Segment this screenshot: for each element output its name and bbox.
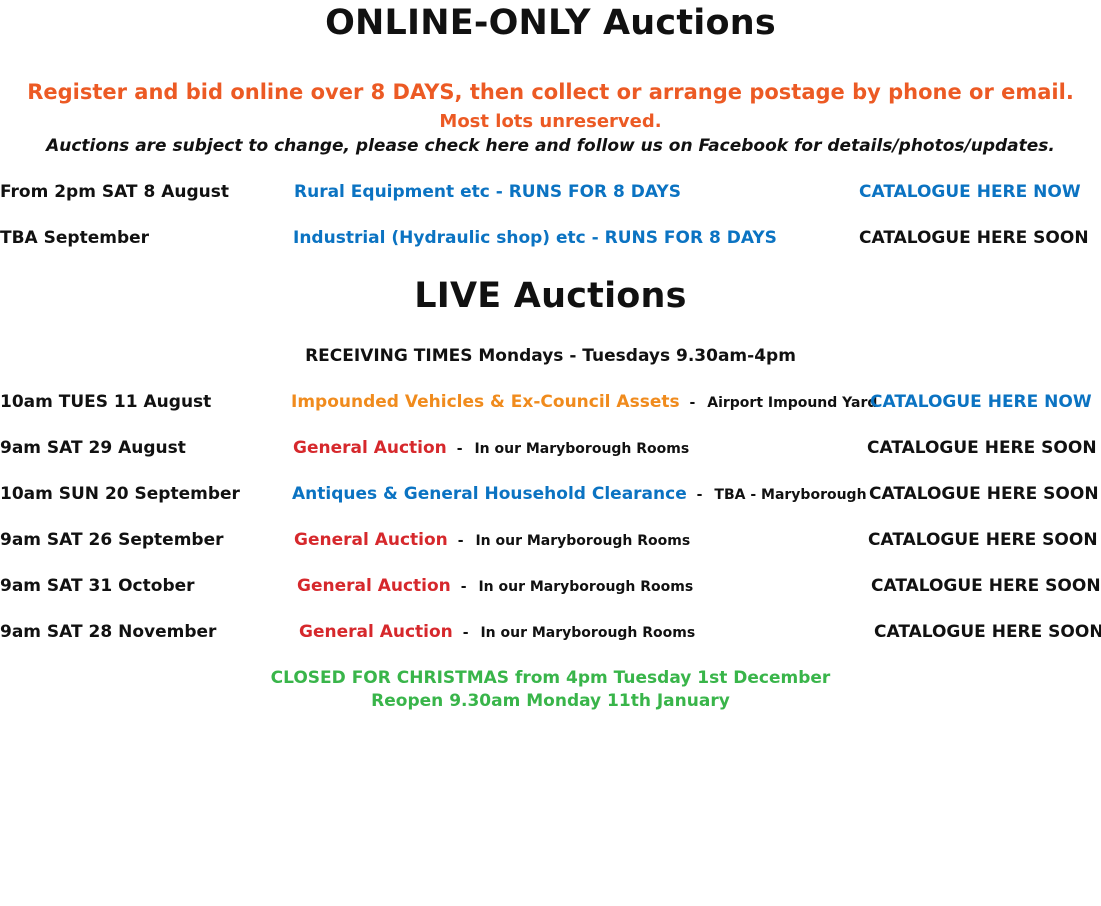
live-row-2-date: 9am SAT 29 August [0, 438, 186, 458]
christmas-closed-line: CLOSED FOR CHRISTMAS from 4pm Tuesday 1s… [270, 668, 831, 688]
live-row-2-details: General Auction - In our Maryborough Roo… [293, 438, 689, 458]
online-row-2-title-link[interactable]: Industrial (Hydraulic shop) etc - RUNS F… [293, 228, 777, 248]
live-row-1-catalogue-link[interactable]: CATALOGUE HERE NOW [870, 392, 1092, 412]
live-row-4-title-link[interactable]: General Auction [294, 530, 448, 550]
live-row-3-location: TBA - Maryborough [714, 487, 867, 503]
live-row-6-title-link[interactable]: General Auction [299, 622, 453, 642]
online-row-1-title-link[interactable]: Rural Equipment etc - RUNS FOR 8 DAYS [294, 182, 681, 202]
online-auctions-title: ONLINE-ONLY Auctions [325, 3, 776, 43]
live-row-4-details: General Auction - In our Maryborough Roo… [294, 530, 690, 550]
live-row-3-details: Antiques & General Household Clearance -… [292, 484, 867, 504]
unreserved-line: Most lots unreserved. [439, 111, 662, 132]
live-row-4-catalogue-status: CATALOGUE HERE SOON [868, 530, 1098, 550]
live-row-4-date: 9am SAT 26 September [0, 530, 224, 550]
live-row-1-location: Airport Impound Yard [707, 395, 878, 411]
live-row-6-separator: - [462, 625, 469, 641]
online-row-1-catalogue-link[interactable]: CATALOGUE HERE NOW [859, 182, 1081, 202]
christmas-reopen-line: Reopen 9.30am Monday 11th January [371, 691, 730, 711]
live-row-2-location: In our Maryborough Rooms [474, 441, 690, 457]
live-row-1-date: 10am TUES 11 August [0, 392, 212, 412]
online-row-2-catalogue-status: CATALOGUE HERE SOON [859, 228, 1089, 248]
live-row-1-details: Impounded Vehicles & Ex-Council Assets -… [291, 392, 877, 412]
live-row-2-title-link[interactable]: General Auction [293, 438, 447, 458]
live-row-3-separator: - [696, 487, 703, 503]
live-row-1-title-link[interactable]: Impounded Vehicles & Ex-Council Assets [291, 392, 680, 412]
live-row-3-title-link[interactable]: Antiques & General Household Clearance [292, 484, 687, 504]
live-auctions-title: LIVE Auctions [414, 276, 687, 316]
live-row-3-date: 10am SUN 20 September [0, 484, 240, 504]
live-row-5-title-link[interactable]: General Auction [297, 576, 451, 596]
live-row-1-separator: - [689, 395, 696, 411]
live-row-6-details: General Auction - In our Maryborough Roo… [299, 622, 695, 642]
live-row-2-separator: - [456, 441, 463, 457]
live-row-5-catalogue-status: CATALOGUE HERE SOON [871, 576, 1101, 596]
live-row-5-details: General Auction - In our Maryborough Roo… [297, 576, 693, 596]
online-row-1-date: From 2pm SAT 8 August [0, 182, 229, 202]
live-row-5-separator: - [460, 579, 467, 595]
live-row-5-date: 9am SAT 31 October [0, 576, 195, 596]
notice-line: Auctions are subject to change, please c… [46, 136, 1055, 156]
live-row-2-catalogue-status: CATALOGUE HERE SOON [867, 438, 1097, 458]
register-line: Register and bid online over 8 DAYS, the… [27, 80, 1074, 104]
live-row-6-catalogue-status: CATALOGUE HERE SOON [874, 622, 1101, 642]
live-row-6-date: 9am SAT 28 November [0, 622, 217, 642]
live-row-5-location: In our Maryborough Rooms [478, 579, 694, 595]
live-row-4-location: In our Maryborough Rooms [475, 533, 691, 549]
live-row-6-location: In our Maryborough Rooms [480, 625, 696, 641]
live-row-3-catalogue-status: CATALOGUE HERE SOON [869, 484, 1099, 504]
live-row-4-separator: - [457, 533, 464, 549]
receiving-times: RECEIVING TIMES Mondays - Tuesdays 9.30a… [305, 346, 796, 366]
online-row-2-date: TBA September [0, 228, 150, 248]
